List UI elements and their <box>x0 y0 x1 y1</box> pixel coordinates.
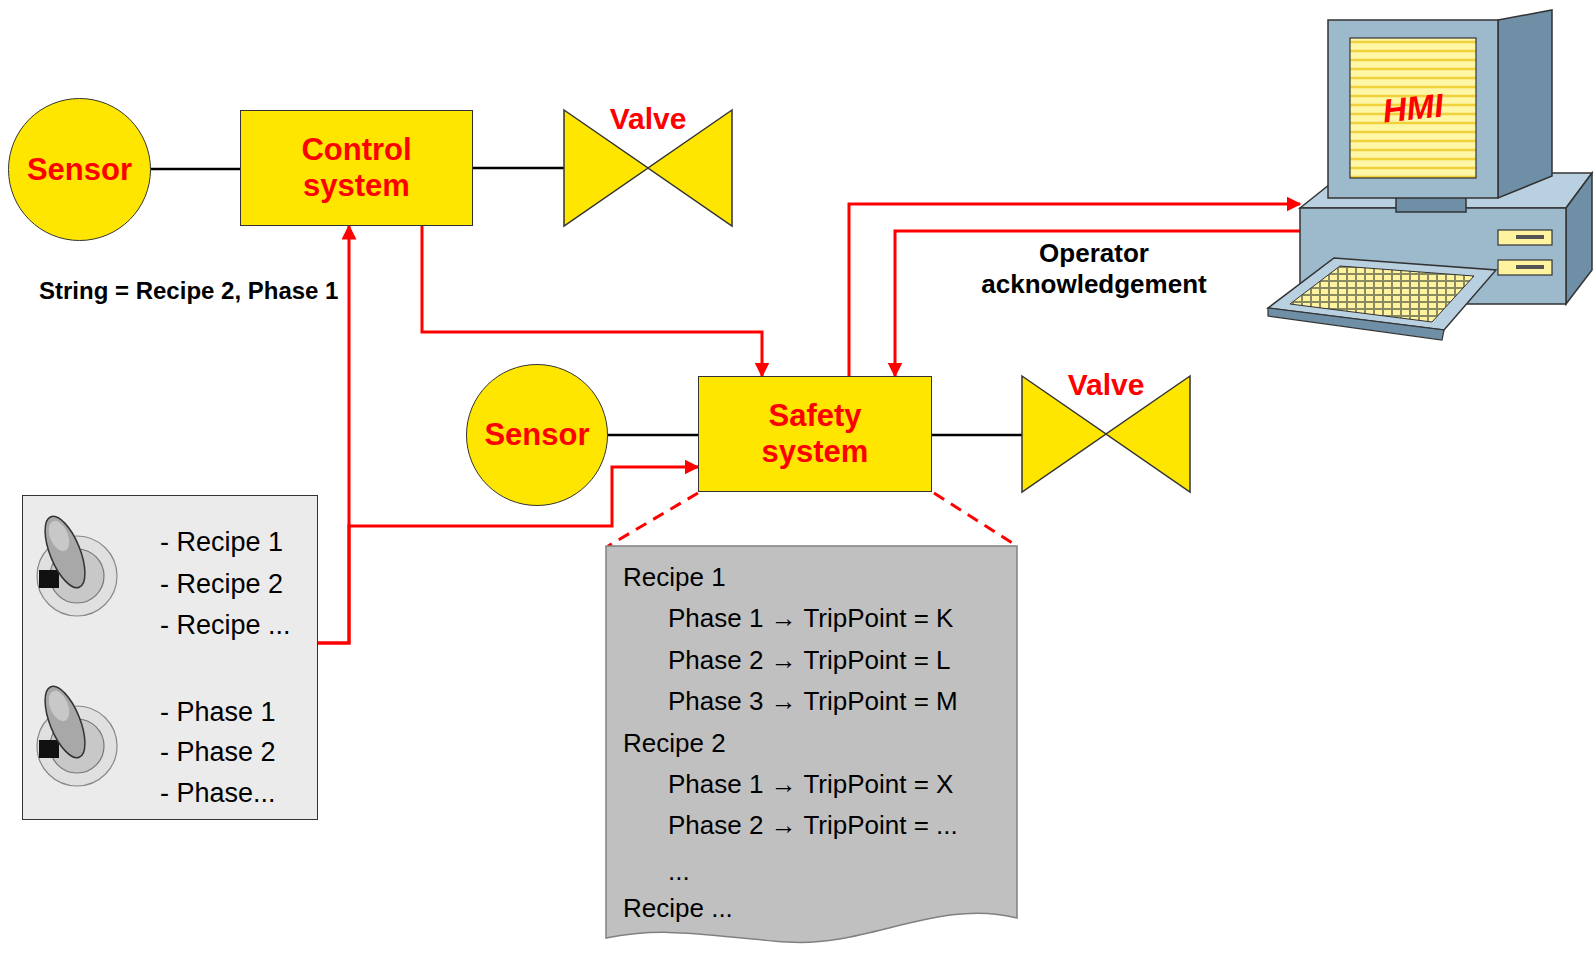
wire-line <box>473 167 564 170</box>
valve-symbol: Valve <box>564 110 732 226</box>
callout-dash <box>608 493 698 546</box>
selector-option: - Phase... <box>160 778 276 809</box>
node-label: Sensor <box>27 152 132 188</box>
valve-label: Valve <box>610 104 687 134</box>
system-box: Safety system <box>698 376 932 492</box>
edge-label: Operator acknowledgement <box>963 238 1225 300</box>
valve-symbol: Valve <box>1022 376 1190 492</box>
wire-line <box>932 434 1022 437</box>
sensor-circle: Sensor <box>8 98 151 241</box>
node-label: Sensor <box>484 417 589 453</box>
signal-arrow <box>895 231 1300 376</box>
system-box: Control system <box>240 110 473 226</box>
table-row: Recipe 1 <box>623 562 726 592</box>
table-row: Phase 1 → TripPoint = X <box>668 769 953 799</box>
node-label: Safety system <box>762 398 869 469</box>
table-row: ... <box>668 856 690 886</box>
selector-option: - Recipe 2 <box>160 569 283 600</box>
selector-option: - Phase 2 <box>160 737 276 768</box>
sensor-circle: Sensor <box>466 364 608 506</box>
table-row: Recipe 2 <box>623 728 726 758</box>
signal-label: String = Recipe 2, Phase 1 <box>37 277 340 305</box>
table-row: Phase 3 → TripPoint = M <box>668 686 958 716</box>
table-row: Recipe ... <box>623 893 733 923</box>
selector-option: - Recipe ... <box>160 610 291 641</box>
hmi-label: HMI <box>1381 88 1445 127</box>
signal-arrow <box>849 204 1300 376</box>
node-label: Control system <box>301 132 411 203</box>
selector-panel: - Recipe 1 - Recipe 2 - Recipe ... - Phase … <box>22 495 318 820</box>
valve-label: Valve <box>1068 370 1145 400</box>
table-row: Phase 2 → TripPoint = ... <box>668 810 958 840</box>
table-row: Phase 2 → TripPoint = L <box>668 645 951 675</box>
table-row: Phase 1 → TripPoint = K <box>668 603 953 633</box>
selector-option: - Recipe 1 <box>160 527 283 558</box>
wire-line <box>151 168 240 171</box>
callout-dash <box>934 493 1017 546</box>
selector-option: - Phase 1 <box>160 697 276 728</box>
recipe-table: Recipe 1 Phase 1 → TripPoint = K Phase 2 →… <box>606 546 1017 946</box>
hmi-computer: HMI <box>1300 8 1594 348</box>
wire-line <box>608 434 698 437</box>
computer-illustration <box>1266 8 1594 348</box>
signal-arrow <box>422 226 762 376</box>
